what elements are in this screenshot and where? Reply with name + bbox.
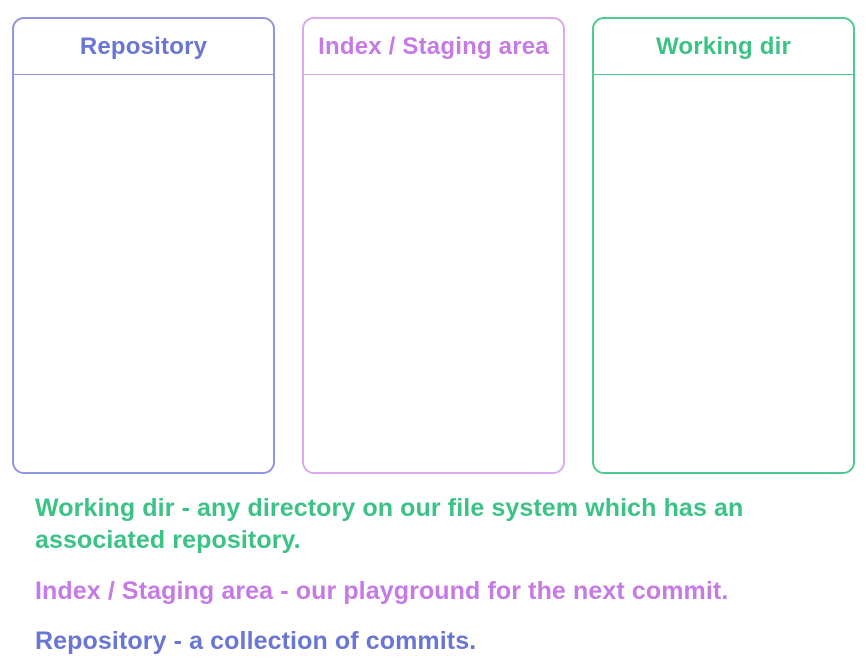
panel-repository-title: Repository: [79, 32, 208, 60]
panel-working-dir-header: Working dir: [594, 19, 853, 75]
panel-repository: Repository: [12, 17, 275, 474]
panel-repository-body: [14, 75, 273, 472]
panel-working-dir: Working dir: [592, 17, 855, 474]
git-areas-panels: Repository Index / Staging area Working …: [12, 17, 855, 474]
panel-working-dir-title: Working dir: [655, 32, 792, 60]
panel-index-staging-body: [304, 75, 563, 472]
panel-repository-header: Repository: [14, 19, 273, 75]
panel-index-staging: Index / Staging area: [302, 17, 565, 474]
legend-repository: Repository - a collection of commits.: [35, 627, 477, 655]
panel-index-staging-header: Index / Staging area: [304, 19, 563, 75]
legend-working-dir: Working dir - any directory on our file …: [35, 494, 744, 554]
legend-index-staging: Index / Staging area - our playground fo…: [35, 577, 729, 605]
panel-working-dir-body: [594, 75, 853, 472]
legend: Working dir - any directory on our file …: [35, 492, 836, 657]
panel-index-staging-title: Index / Staging area: [318, 32, 549, 60]
